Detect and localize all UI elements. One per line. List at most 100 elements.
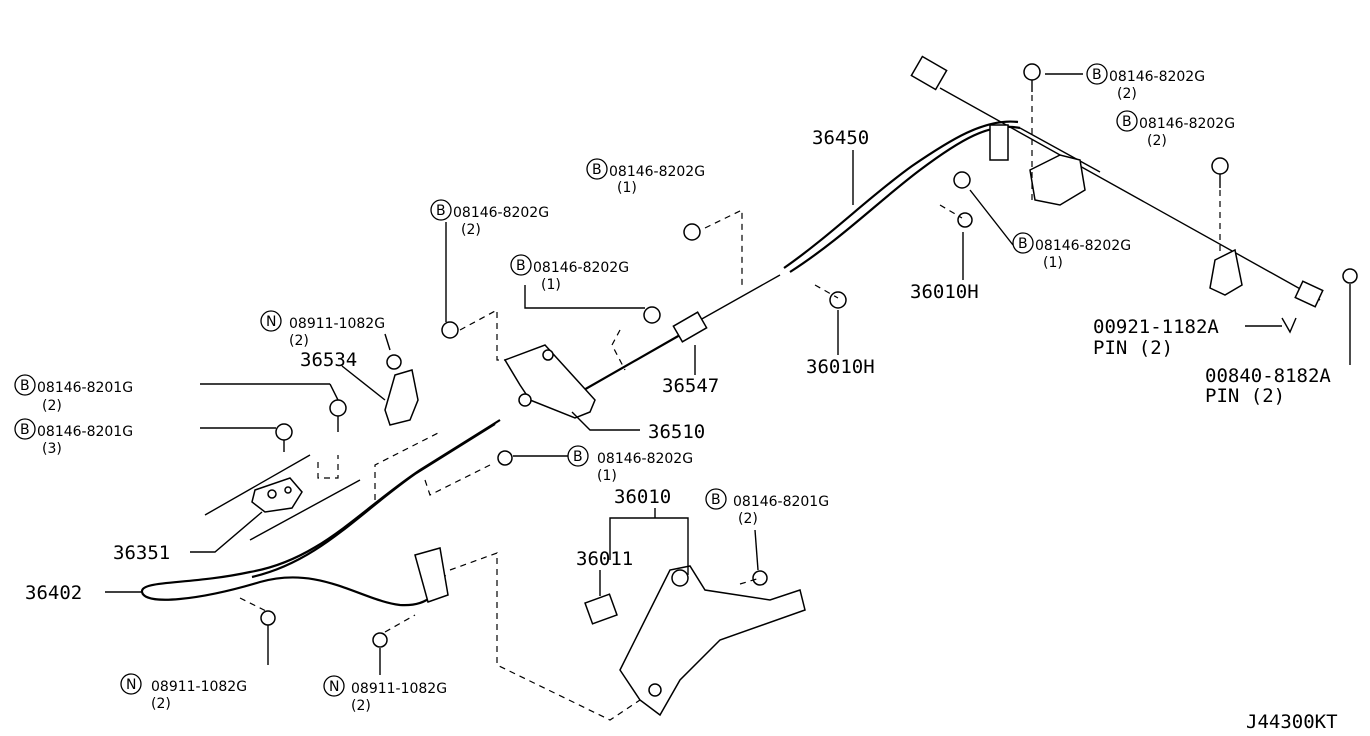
bolt-icon (829, 291, 847, 309)
fastener-callout: N 08911-1082G (2) (120, 673, 247, 712)
bolt-icon (1023, 63, 1041, 81)
fastener-callout: B 08146-8201G (2) (705, 488, 829, 527)
dash-line (317, 455, 339, 479)
dashed-lines (204, 95, 1221, 721)
fastener-prefix: N (266, 314, 276, 330)
prefix-circle (1086, 63, 1108, 85)
leader (571, 411, 640, 431)
pedal-pivot (671, 569, 689, 587)
nut-icon (260, 610, 276, 626)
label-36351: 36351 (113, 542, 170, 564)
fastener-callout: B 08146-8202G (1) (510, 254, 629, 293)
fastener-callout: B 08146-8202G (1) (1012, 232, 1131, 271)
fastener-callout: B 08146-8202G (2) (1116, 110, 1235, 149)
fastener-qty: (2) (1147, 133, 1167, 149)
fastener-prefix: B (573, 449, 583, 465)
fastener-code: 08146-8202G (1109, 69, 1205, 85)
leader (609, 517, 689, 575)
diagram-code: J44300KT (1246, 711, 1338, 733)
leader (524, 285, 645, 309)
label-00840: 00840-8182A (1205, 365, 1331, 387)
label-36450: 36450 (812, 127, 869, 149)
dash-line (424, 464, 491, 496)
dash-line (449, 552, 641, 721)
dash-line (611, 329, 626, 371)
fastener-prefix: B (436, 203, 446, 219)
fastener-code: 08146-8201G (37, 424, 133, 440)
fastener-code: 08911-1082G (289, 316, 385, 332)
fastener-callout: B 08146-8202G (2) (430, 199, 549, 238)
fastener-callout: B 08146-8202G (2) (1086, 63, 1205, 102)
label-36010h-b: 36010H (806, 356, 875, 378)
mount-36534 (384, 369, 419, 426)
prefix-circle (705, 488, 727, 510)
middle-cable (574, 334, 681, 396)
fastener-code: 08146-8201G (733, 494, 829, 510)
pedal-assembly-36010 (619, 565, 806, 717)
fastener-prefix: B (592, 162, 602, 178)
leader (969, 189, 1014, 246)
label-36011: 36011 (576, 548, 633, 570)
bolt-icon (329, 399, 347, 417)
label-36534: 36534 (300, 349, 357, 371)
fastener-qty: (2) (738, 511, 758, 527)
leader (754, 529, 759, 571)
rear-bracket-upper (1029, 154, 1086, 206)
label-00921-pin: PIN (2) (1093, 337, 1173, 359)
plate-36351 (251, 477, 303, 513)
label-36402: 36402 (25, 582, 82, 604)
rear-cable-join (1019, 127, 1101, 173)
clip-pin-icon (1281, 317, 1297, 334)
bolt-icon (752, 570, 768, 586)
plate-hole (267, 489, 277, 499)
fastener-callout: B 08146-8201G (2) (14, 374, 133, 414)
nut-icon (372, 632, 388, 648)
plate-guide-line (204, 454, 311, 516)
leader-lines (105, 73, 1351, 675)
dash-line (374, 431, 441, 500)
dash-line (814, 284, 839, 299)
connector-36547 (672, 311, 708, 343)
rear-cable-end-left (910, 55, 948, 91)
dash-line (704, 209, 743, 285)
bolt-icon (441, 321, 459, 339)
bushing-36011 (584, 593, 618, 625)
fastener-code: 08146-8202G (533, 260, 629, 276)
fastener-qty: (1) (1043, 255, 1063, 271)
fastener-code: 08146-8201G (37, 380, 133, 396)
label-00921: 00921-1182A (1093, 316, 1219, 338)
fastener-qty: (3) (42, 441, 62, 457)
leader (190, 511, 263, 553)
fastener-callout: B 08146-8202G (1) (586, 158, 705, 196)
fastener-callout: N 08911-1082G (2) (323, 675, 447, 714)
fastener-qty: (2) (1117, 86, 1137, 102)
leader (384, 333, 391, 351)
middle-cable-b (699, 274, 781, 321)
fastener-prefix: B (711, 492, 721, 508)
fastener-code: 08146-8202G (609, 164, 705, 180)
fastener-prefix: B (1018, 236, 1028, 252)
fastener-qty: (2) (351, 698, 371, 714)
pedal-cable-bracket (414, 547, 449, 603)
fastener-qty: (2) (461, 222, 481, 238)
prefix-circle (430, 199, 452, 221)
fastener-qty: (1) (541, 277, 561, 293)
dash-line (939, 204, 963, 219)
front-cable-36402-inner (251, 423, 496, 579)
rear-bracket-right (1209, 248, 1243, 296)
dash-line (384, 614, 416, 633)
fastener-code: 08146-8202G (1035, 238, 1131, 254)
prefix-circle (260, 310, 282, 332)
fastener-qty: (1) (617, 180, 637, 196)
leader (329, 383, 339, 401)
prefix-circle (510, 254, 532, 276)
label-00840-pin: PIN (2) (1205, 385, 1285, 407)
bracket-hole (518, 393, 532, 407)
plate-guide-line-b (249, 479, 361, 541)
label-36010h-a: 36010H (910, 281, 979, 303)
nut-36534 (386, 354, 402, 370)
prefix-circle (14, 374, 36, 396)
fastener-prefix: N (329, 679, 339, 695)
label-36010: 36010 (614, 486, 671, 508)
